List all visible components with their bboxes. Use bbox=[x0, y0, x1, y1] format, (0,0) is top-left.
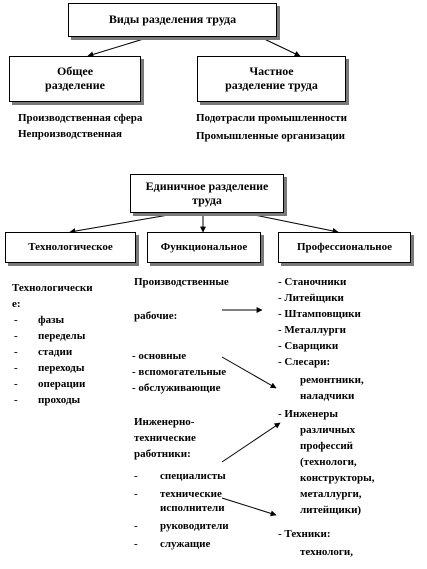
func-eng-heading: технические bbox=[134, 432, 196, 444]
single-line1: Единичное разделение bbox=[145, 178, 269, 193]
tech-item-dash: - bbox=[14, 314, 18, 326]
list-item: проходы bbox=[38, 394, 81, 406]
list-item: - Станочники bbox=[278, 276, 347, 288]
list-item: фазы bbox=[38, 314, 65, 326]
list-item: - Инженеры bbox=[278, 408, 338, 420]
list-item: (технологи, bbox=[300, 456, 357, 468]
tech-item-dash: - bbox=[14, 378, 18, 390]
arrow-tech-exec-to-technicians bbox=[221, 497, 277, 517]
tech-heading: е: bbox=[12, 298, 21, 310]
box-general-division: Общее разделение bbox=[9, 56, 141, 102]
box-professional: Профессиональное bbox=[278, 232, 411, 263]
list-item: конструкторы, bbox=[300, 472, 375, 484]
func-eng-heading: работники: bbox=[134, 448, 191, 460]
func-item-dash: - bbox=[134, 520, 138, 532]
list-item: операции bbox=[38, 378, 86, 390]
list-item: технические bbox=[160, 488, 222, 500]
general-line2: разделение bbox=[45, 78, 105, 92]
list-item: - вспомогательные bbox=[132, 366, 227, 378]
list-item: переделы bbox=[38, 330, 86, 342]
box-labor-division-types: Виды разделения труда bbox=[68, 3, 277, 37]
list-item: металлурги, bbox=[300, 488, 362, 500]
general-item: Производственная сфера bbox=[18, 112, 143, 124]
box-functional: Функциональное bbox=[147, 232, 261, 263]
arrow-aux-to-slesari bbox=[221, 356, 277, 389]
arrow-to-tech bbox=[69, 212, 181, 235]
single-line2: труда bbox=[192, 192, 222, 207]
func-item-dash: - bbox=[134, 538, 138, 550]
prof-label: Профессиональное bbox=[296, 241, 393, 254]
list-item: исполнители bbox=[160, 502, 225, 514]
arrow-to-prof bbox=[244, 212, 339, 234]
box-private-division: Частное разделение труда bbox=[197, 56, 346, 102]
list-item: - Литейщики bbox=[278, 292, 344, 304]
func-label: Функциональное bbox=[160, 241, 248, 254]
list-item: - Слесари: bbox=[278, 356, 331, 368]
list-item: служащие bbox=[160, 538, 211, 550]
list-item: наладчики bbox=[300, 390, 355, 402]
box-single-division: Единичное разделение труда bbox=[130, 174, 284, 213]
arrow-to-general bbox=[87, 36, 151, 58]
list-item: ремонтники, bbox=[300, 374, 364, 386]
list-item: - основные bbox=[132, 350, 187, 362]
tech-item-dash: - bbox=[14, 362, 18, 374]
tech-item-dash: - bbox=[14, 330, 18, 342]
private-line2: разделение труда bbox=[225, 78, 318, 92]
tech-label: Технологическое bbox=[28, 241, 113, 254]
arrow-eng-to-engineers bbox=[221, 422, 281, 463]
list-item: - Сварщики bbox=[278, 340, 339, 352]
list-item: - Техники: bbox=[278, 528, 331, 540]
top-title: Виды разделения труда bbox=[108, 12, 237, 27]
list-item: специалисты bbox=[160, 470, 226, 482]
list-item: - обслуживающие bbox=[132, 382, 221, 394]
list-item: различных bbox=[300, 424, 356, 436]
list-item: стадии bbox=[38, 346, 73, 358]
list-item: переходы bbox=[38, 362, 85, 374]
list-item: - Штамповщики bbox=[278, 308, 361, 320]
tech-heading: Технологически bbox=[12, 282, 93, 294]
private-item: Промышленные организации bbox=[196, 130, 346, 142]
general-line1: Общее bbox=[56, 64, 94, 79]
private-item: Подотрасли промышленности bbox=[196, 112, 347, 124]
tech-item-dash: - bbox=[14, 346, 18, 358]
arrow-to-private bbox=[259, 36, 301, 57]
func-item-dash: - bbox=[134, 488, 138, 500]
tech-item-dash: - bbox=[14, 394, 18, 406]
func-item-dash: - bbox=[134, 470, 138, 482]
private-line1: Частное bbox=[249, 64, 294, 79]
box-technological: Технологическое bbox=[5, 232, 136, 263]
func-prod-heading: рабочие: bbox=[134, 310, 178, 322]
list-item: технологи, bbox=[300, 546, 354, 558]
list-item: литейщики) bbox=[300, 504, 362, 516]
func-prod-heading: Производственные bbox=[134, 276, 229, 288]
func-eng-heading: Инженерно- bbox=[134, 416, 195, 428]
list-item: руководители bbox=[160, 520, 229, 532]
list-item: профессий bbox=[300, 440, 354, 452]
general-item: Непроизводственная bbox=[18, 128, 123, 140]
list-item: - Металлурги bbox=[278, 324, 346, 336]
